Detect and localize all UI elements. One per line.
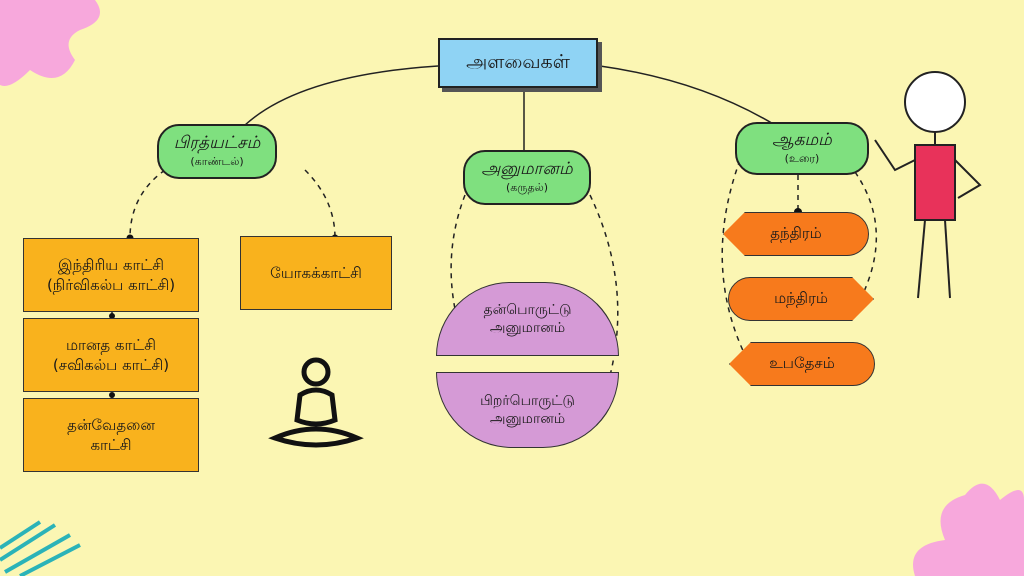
category-title: அனுமானம் xyxy=(481,159,573,179)
item-label: உபதேசம் xyxy=(769,354,835,372)
pink-blob-top-left xyxy=(0,0,100,86)
stick-figure-icon xyxy=(874,71,982,299)
agama-item: தந்திரம் xyxy=(723,212,869,256)
item-line: (நிர்விகல்ப காட்சி) xyxy=(46,276,176,294)
meditation-icon xyxy=(268,357,364,448)
agama-item: மந்திரம் xyxy=(728,277,874,321)
teal-scribble xyxy=(0,520,81,576)
item-line: காட்சி xyxy=(90,436,132,454)
pratyaksha-item: மானத காட்சி (சவிகல்ப காட்சி) xyxy=(23,318,199,392)
item-line: மானத காட்சி xyxy=(65,335,157,354)
pratyaksha-item: யோகக்காட்சி xyxy=(240,236,392,310)
pink-blob-bottom-right xyxy=(913,483,1024,576)
item-label: தந்திரம் xyxy=(770,224,822,242)
category-title: ஆகமம் xyxy=(772,130,832,150)
item-line: அனுமானம் xyxy=(489,320,566,336)
item-line: (சவிகல்ப காட்சி) xyxy=(52,356,170,374)
category-subtitle: (உரை) xyxy=(784,152,820,165)
category-anumana: அனுமானம் (கருதல்) xyxy=(463,150,591,205)
category-pratyaksha: பிரத்யட்சம் (காண்டல்) xyxy=(157,124,277,179)
item-line: பிறர்பொருட்டு xyxy=(480,392,575,409)
item-line: அனுமானம் xyxy=(489,411,566,427)
category-agama: ஆகமம் (உரை) xyxy=(735,122,869,175)
category-title: பிரத்யட்சம் xyxy=(173,133,261,153)
item-line: யோகக்காட்சி xyxy=(270,263,362,282)
solid-arrows xyxy=(244,65,776,150)
category-subtitle: (காண்டல்) xyxy=(190,155,244,168)
pratyaksha-item: இந்திரிய காட்சி (நிர்விகல்ப காட்சி) xyxy=(23,238,199,312)
root-node: அளவைகள் xyxy=(438,38,598,88)
agama-item: உபதேசம் xyxy=(729,342,875,386)
pratyaksha-item: தன்வேதனை காட்சி xyxy=(23,398,199,472)
category-subtitle: (கருதல்) xyxy=(505,181,549,194)
item-label: மந்திரம் xyxy=(774,289,828,307)
item-line: இந்திரிய காட்சி xyxy=(57,255,165,274)
item-line: தன்பொருட்டு xyxy=(483,301,572,318)
root-label: அளவைகள் xyxy=(466,50,570,73)
item-line: தன்வேதனை xyxy=(67,415,155,434)
